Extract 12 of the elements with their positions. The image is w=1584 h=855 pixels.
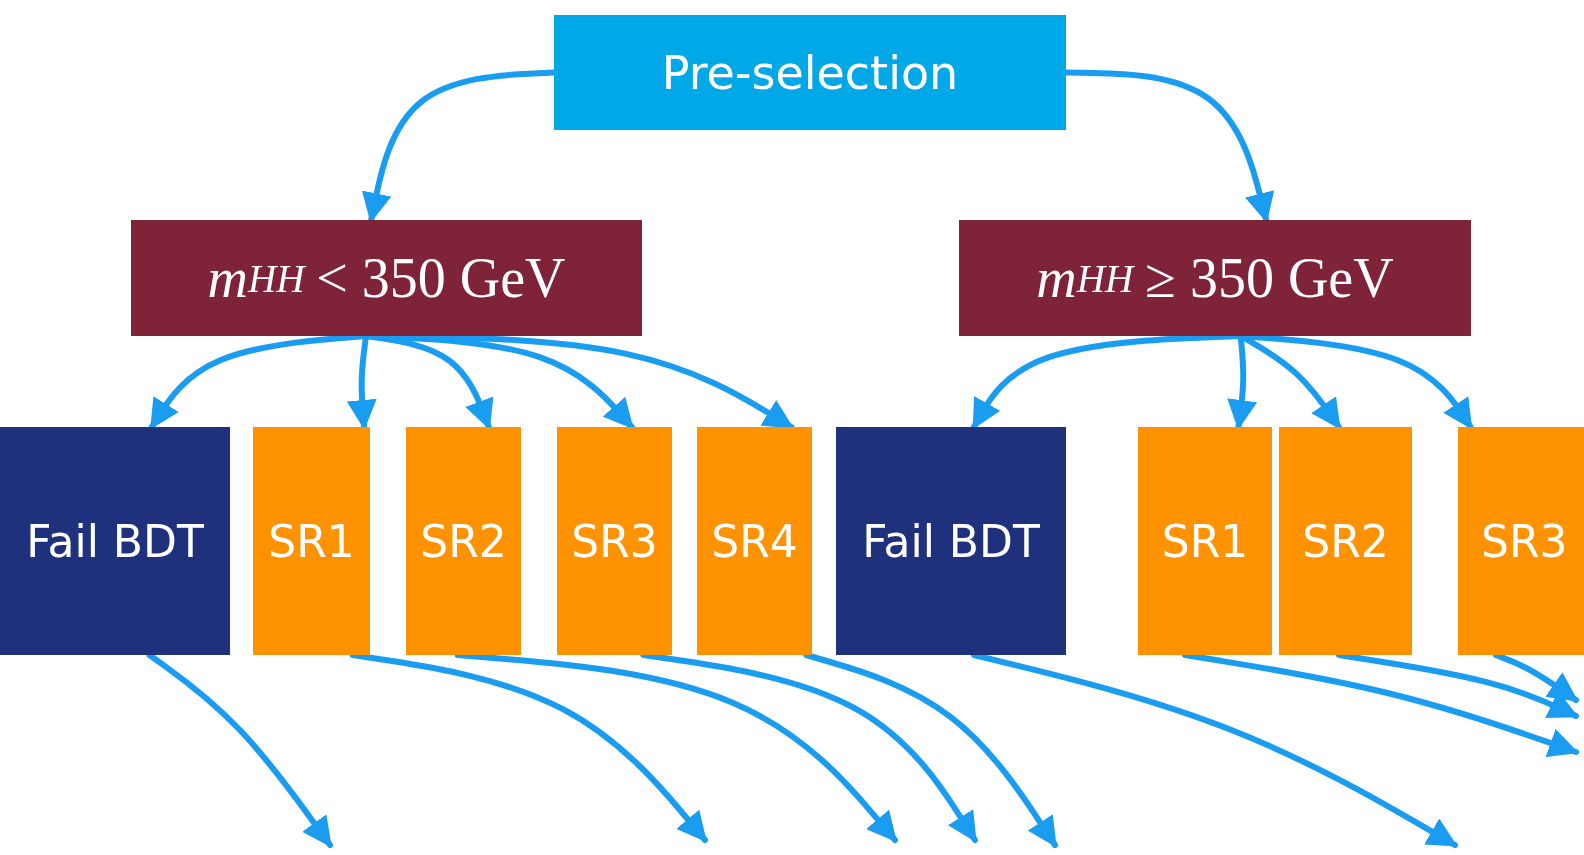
control-region-box: Fail BDT	[836, 427, 1066, 655]
signal-region-box: SR1	[1138, 427, 1272, 655]
signal-region-box: SR2	[406, 427, 521, 655]
signal-region-box: SR4	[697, 427, 812, 655]
signal-region-box: SR3	[1458, 427, 1584, 655]
signal-region-box: SR1	[253, 427, 370, 655]
signal-region-box: SR2	[1279, 427, 1412, 655]
arrow	[349, 652, 708, 843]
signal-region-box: SR3	[557, 427, 672, 655]
arrow	[803, 652, 1058, 848]
selection-box: Pre-selection	[554, 15, 1066, 130]
control-region-box: Fail BDT	[0, 427, 230, 655]
